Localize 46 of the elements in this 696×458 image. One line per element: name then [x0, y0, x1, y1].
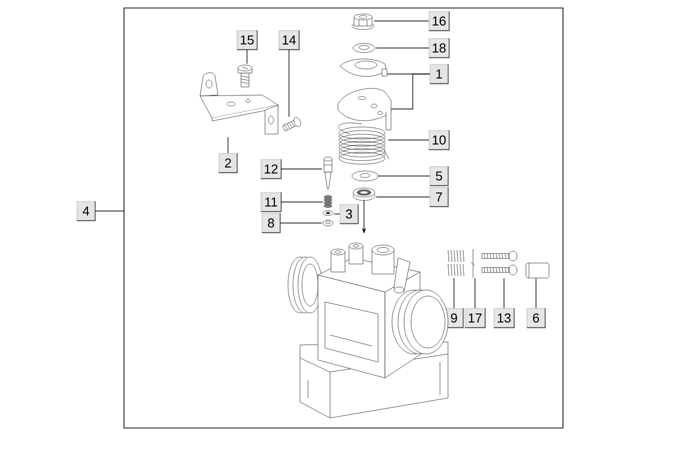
- throttle-body-drawing: [288, 242, 448, 418]
- spring-drawing: [448, 250, 464, 276]
- washer-drawing: [352, 170, 378, 182]
- callout-number: 6: [526, 308, 546, 328]
- nut-drawing: [352, 14, 374, 30]
- screw-drawing: [238, 64, 252, 88]
- plate-drawing: [338, 88, 392, 130]
- callout-number: 10: [428, 130, 450, 150]
- callout-number: 7: [429, 186, 449, 208]
- ring-drawing: [322, 220, 334, 226]
- assembly-frame: [124, 8, 564, 428]
- callout-number: 17: [464, 308, 486, 328]
- leader-line: [280, 168, 322, 170]
- callout-number: 12: [260, 158, 282, 180]
- callout-number: 2: [218, 152, 238, 174]
- leader-line: [376, 196, 430, 198]
- washer-drawing: [322, 210, 334, 216]
- callout-number: 1: [429, 64, 449, 84]
- callout-number: 15: [236, 30, 258, 50]
- screw-drawing: [482, 250, 518, 276]
- screw-drawing: [282, 117, 302, 132]
- needle-drawing: [324, 156, 332, 190]
- leader-line: [288, 49, 290, 118]
- callout-number: 3: [339, 204, 359, 224]
- callout-number: 13: [493, 308, 515, 328]
- callout-number: 4: [76, 200, 96, 222]
- callout-number: 14: [278, 30, 300, 50]
- bracket-drawing: [200, 72, 278, 134]
- callout-number: 11: [260, 192, 282, 212]
- leader-line: [94, 210, 124, 212]
- cap-drawing: [526, 262, 550, 278]
- callout-number: 5: [429, 166, 449, 186]
- leader-line: [474, 278, 476, 309]
- spring-drawing: [338, 122, 390, 164]
- leader-line: [280, 222, 322, 224]
- callout-number: 18: [428, 38, 450, 58]
- callout-number: 8: [261, 212, 281, 234]
- pin-drawing: [470, 248, 476, 278]
- bearing-drawing: [352, 188, 376, 201]
- spring-drawing: [324, 195, 332, 208]
- leader-line: [374, 20, 430, 22]
- plate-drawing: [340, 58, 388, 77]
- leader-line: [246, 49, 248, 64]
- leader-line: [390, 74, 430, 110]
- washer-drawing: [352, 43, 376, 53]
- callout-number: 16: [428, 10, 450, 32]
